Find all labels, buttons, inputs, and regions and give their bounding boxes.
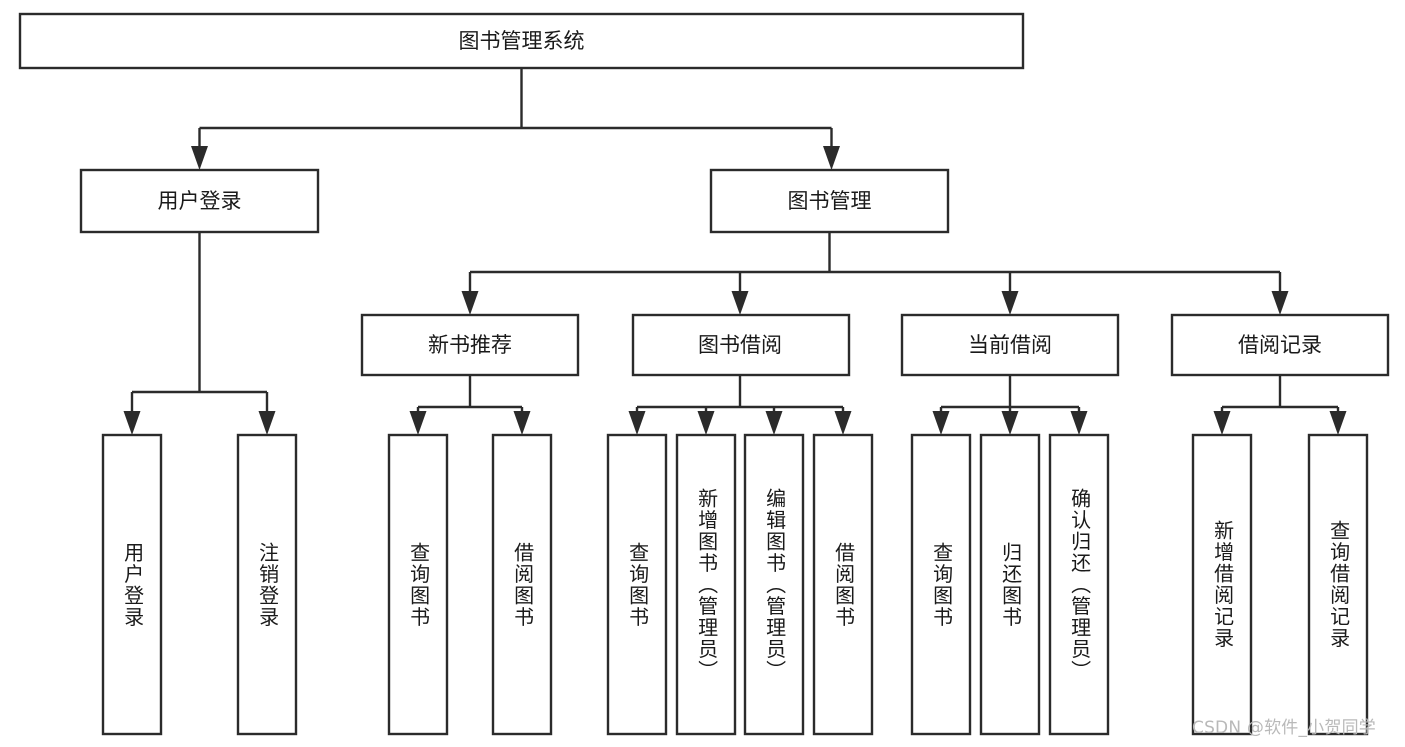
node-current-borrow[interactable]: 当前借阅: [900, 313, 1120, 377]
arrow-head-icon: [932, 411, 950, 435]
arrow-head-icon: [258, 411, 276, 435]
leaf-box-user-login-0[interactable]: [101, 433, 163, 736]
leaf-box-current-borrow-1[interactable]: [979, 433, 1041, 736]
node-current-borrow-label: 当前借阅: [968, 333, 1052, 357]
leaf-box-current-borrow-2[interactable]: [1048, 433, 1110, 736]
connector-book-mgmt-to-level3: [461, 232, 1289, 315]
arrow-head-icon: [1213, 411, 1231, 435]
leaf-box-user-login-1[interactable]: [236, 433, 298, 736]
arrow-head-icon: [191, 146, 208, 170]
leaf-box-borrow-records-1[interactable]: [1307, 433, 1369, 736]
arrow-head-icon: [1001, 291, 1019, 315]
node-book-management-label: 图书管理: [788, 189, 872, 213]
arrow-head-icon: [513, 411, 531, 435]
node-user-login-label: 用户登录: [158, 189, 242, 213]
node-new-book-recommend-label: 新书推荐: [428, 333, 512, 357]
connector-current-borrow-to-leaves: [932, 375, 1088, 435]
node-borrow-records[interactable]: 借阅记录: [1170, 313, 1390, 377]
connector-root-to-level2: [191, 68, 840, 170]
node-borrow-records-label: 借阅记录: [1238, 333, 1322, 357]
watermark-text: CSDN @软件_小贺同学: [1192, 718, 1376, 738]
arrow-head-icon: [1070, 411, 1088, 435]
leaf-box-book-borrow-2[interactable]: [743, 433, 805, 736]
arrow-head-icon: [461, 291, 479, 315]
connector-new-book-to-leaves: [409, 375, 531, 435]
leaf-box-book-borrow-0[interactable]: [606, 433, 668, 736]
arrow-head-icon: [1329, 411, 1347, 435]
arrow-head-icon: [409, 411, 427, 435]
node-book-management[interactable]: 图书管理: [709, 168, 950, 234]
node-book-borrow-label: 图书借阅: [698, 333, 782, 357]
arrow-head-icon: [628, 411, 646, 435]
node-new-book-recommend[interactable]: 新书推荐: [360, 313, 580, 377]
leaf-box-borrow-records-0[interactable]: [1191, 433, 1253, 736]
node-root-label: 图书管理系统: [459, 29, 585, 53]
leaf-box-new-book-0[interactable]: [387, 433, 449, 736]
arrow-head-icon: [765, 411, 783, 435]
arrow-head-icon: [834, 411, 852, 435]
arrow-head-icon: [823, 146, 840, 170]
arrow-head-icon: [731, 291, 749, 315]
connector-user-login-to-leaves: [123, 232, 276, 435]
node-book-borrow[interactable]: 图书借阅: [631, 313, 851, 377]
leaf-box-book-borrow-1[interactable]: [675, 433, 737, 736]
arrow-head-icon: [1271, 291, 1289, 315]
node-root[interactable]: 图书管理系统: [18, 12, 1025, 70]
connector-borrow-records-to-leaves: [1213, 375, 1347, 435]
arrow-head-icon: [1001, 411, 1019, 435]
connector-book-borrow-to-leaves: [628, 375, 852, 435]
leaf-box-new-book-1[interactable]: [491, 433, 553, 736]
leaf-box-book-borrow-3[interactable]: [812, 433, 874, 736]
node-user-login[interactable]: 用户登录: [79, 168, 320, 234]
arrow-head-icon: [697, 411, 715, 435]
leaf-box-current-borrow-0[interactable]: [910, 433, 972, 736]
arrow-head-icon: [123, 411, 141, 435]
